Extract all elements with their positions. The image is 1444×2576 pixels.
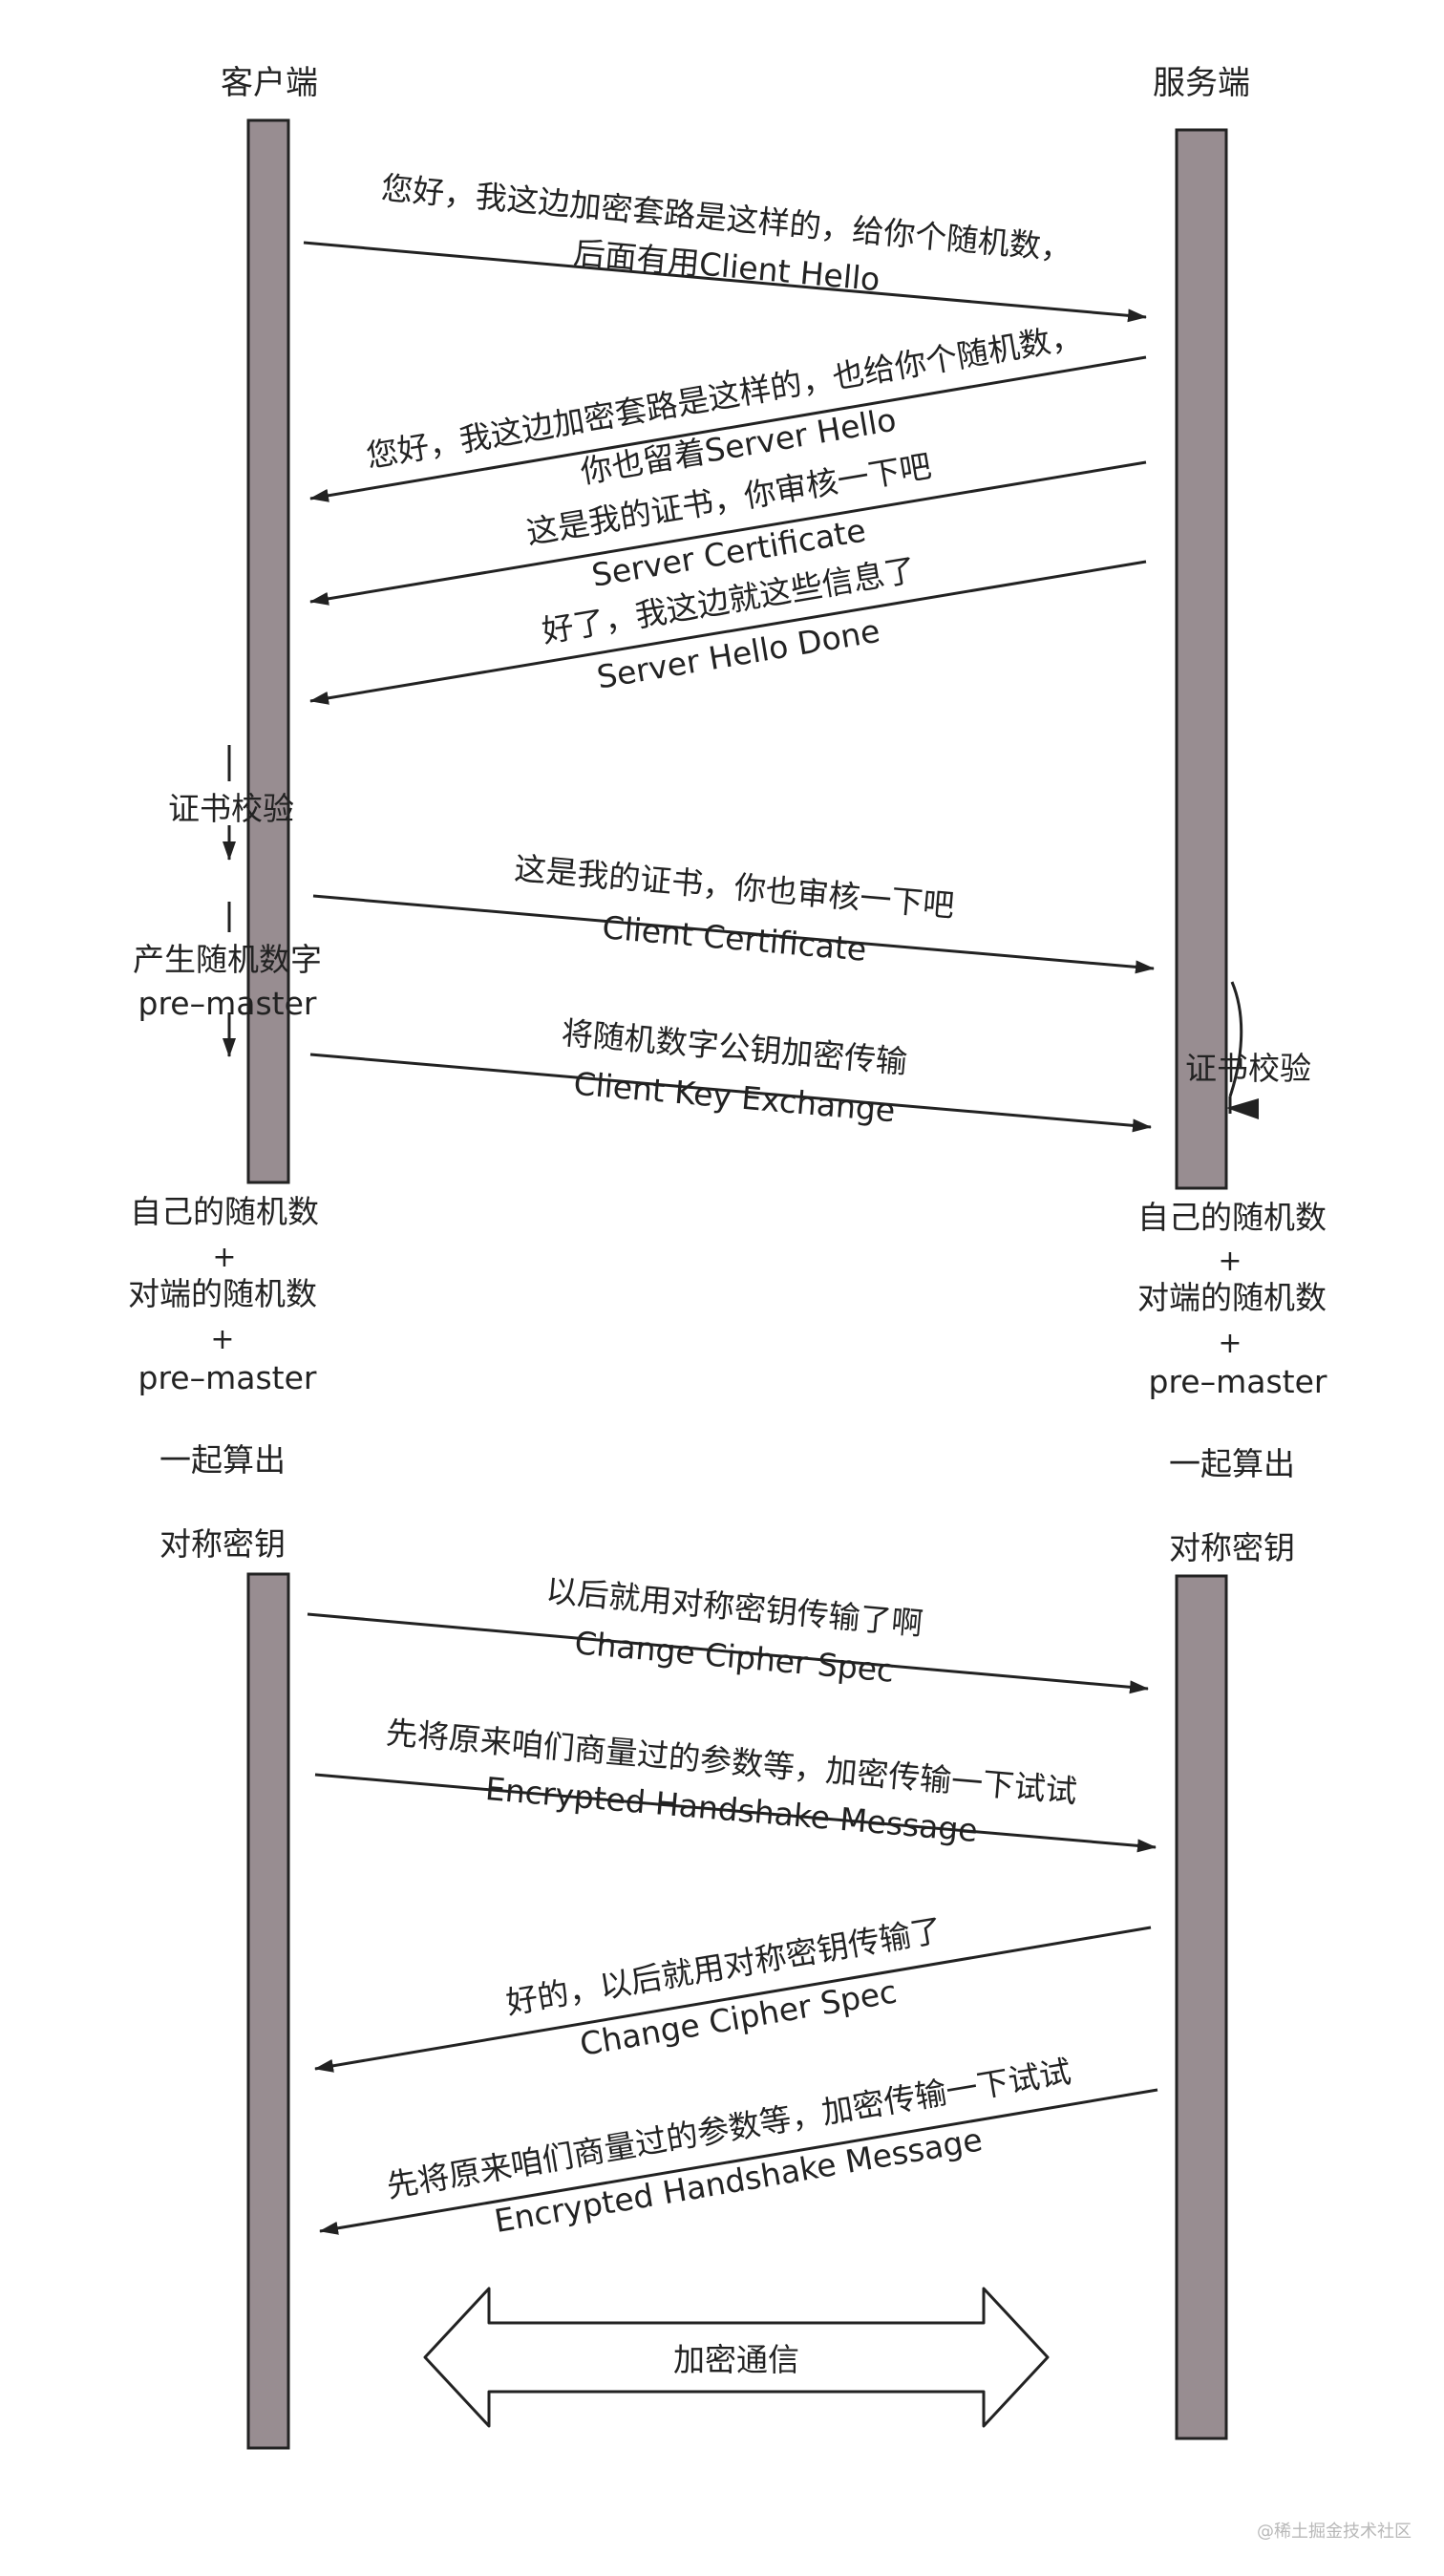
client-lifeline-upper: [246, 118, 290, 1184]
message-arrow-client-key-exchange: [309, 1053, 1152, 1133]
server-own-random: 自己的随机数: [1137, 1199, 1327, 1236]
client-own-random: 自己的随机数: [130, 1193, 319, 1230]
message-arrow-encrypted-handshake-client: [314, 1773, 1157, 1853]
watermark: @稀土掘金技术社区: [1257, 2522, 1412, 2542]
client-peer-random: 对端的随机数: [128, 1275, 317, 1312]
message-arrow-change-cipher-spec-client: [307, 1612, 1149, 1694]
client-verify-label: 证书校验: [168, 790, 294, 827]
server-lifeline-upper: [1175, 128, 1228, 1190]
server-verify-label: 证书校验: [1185, 1050, 1311, 1087]
server-symmetric-key: 对称密钥: [1169, 1529, 1295, 1566]
server-peer-random: 对端的随机数: [1137, 1279, 1327, 1316]
secure-channel-label: 加密通信: [673, 2341, 799, 2378]
msg-5-zh: 这是我的证书，你也审核一下吧: [513, 849, 956, 924]
client-lifeline-lower: [246, 1572, 290, 2450]
message-arrow-server-hello: [309, 355, 1147, 502]
message-arrow-server-certificate: [309, 460, 1147, 606]
message-arrow-server-hello-done: [309, 560, 1147, 705]
server-plus-2: +: [1218, 1327, 1242, 1360]
message-arrow-client-certificate: [312, 894, 1155, 974]
server-plus-1: +: [1218, 1245, 1242, 1278]
server-verify-curve: [1228, 981, 1243, 1097]
msg-5-en: Client Certificate: [601, 908, 868, 969]
client-plus-1: +: [212, 1241, 236, 1274]
message-arrow-client-hello: [303, 241, 1147, 323]
server-together: 一起算出: [1169, 1445, 1295, 1482]
secure-channel-double-arrow: [423, 2287, 1050, 2428]
client-premaster: pre–master: [138, 1359, 317, 1396]
server-verify-arrowhead: [1226, 1098, 1259, 1119]
server-lifeline-lower: [1175, 1574, 1228, 2440]
client-together: 一起算出: [159, 1441, 286, 1479]
client-header: 客户端: [221, 64, 318, 102]
client-generate-label-line2: pre–master: [138, 985, 317, 1022]
server-header: 服务端: [1153, 64, 1250, 102]
message-arrow-encrypted-handshake-server: [319, 2088, 1158, 2235]
server-premaster: pre–master: [1149, 1363, 1327, 1400]
client-plus-2: +: [210, 1323, 234, 1356]
client-symmetric-key: 对称密钥: [159, 1525, 286, 1563]
message-arrow-change-cipher-spec-server: [314, 1926, 1152, 2073]
client-generate-label-line1: 产生随机数字: [133, 941, 322, 978]
